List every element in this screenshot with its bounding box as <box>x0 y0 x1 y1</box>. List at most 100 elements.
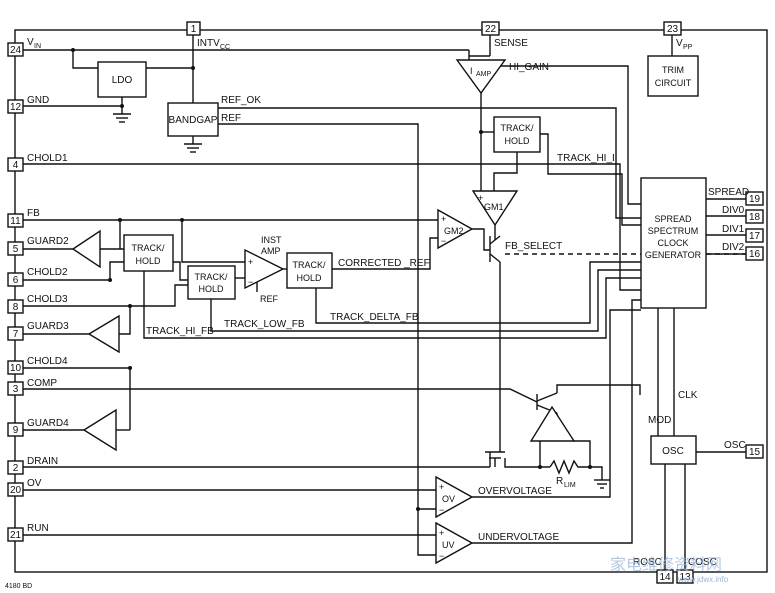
pin-18-number: 18 <box>749 212 761 223</box>
label-vpp: V <box>676 38 683 49</box>
label-comp: COMP <box>27 378 57 389</box>
gm1-amp <box>471 190 519 227</box>
fb-section: TRACK/ HOLD TRACK/ HOLD INST AMP + − REF… <box>23 163 746 452</box>
guard2-buffer <box>71 229 101 269</box>
spread-spectrum-clock-generator <box>640 177 707 309</box>
label-chold1: CHOLD1 <box>27 153 68 164</box>
gm2-minus: − <box>441 236 446 246</box>
track-hold-current-l2: HOLD <box>504 136 530 146</box>
hi-gain-label: HI_GAIN <box>509 62 549 73</box>
label-drain: DRAIN <box>27 456 58 467</box>
pin-20-number: 20 <box>10 485 22 496</box>
gm1-plus: + <box>478 193 483 203</box>
pin-12-number: 12 <box>10 102 22 113</box>
guard3-buffer <box>87 314 120 354</box>
ref-label: REF <box>221 113 241 124</box>
current-limit-amp <box>529 405 576 442</box>
rlim-sub: LIM <box>564 482 576 489</box>
pin-9-number: 9 <box>13 425 19 436</box>
pin-4-number: 4 <box>13 160 19 171</box>
pin-6-number: 6 <box>13 275 19 286</box>
clk-label: CLK <box>678 390 698 401</box>
pin-23: 23 <box>663 21 682 36</box>
gm1-label: GM1 <box>484 202 504 212</box>
label-vpp-sub: PP <box>683 44 693 51</box>
track-hold-2-l2: HOLD <box>198 284 224 294</box>
pin-22-number: 22 <box>485 24 497 35</box>
ssg-l4: GENERATOR <box>645 250 702 260</box>
uv-comparator <box>435 521 474 565</box>
pin-14-number: 14 <box>659 572 671 583</box>
comp-drain-section: R LIM <box>23 384 641 489</box>
pin-15-number: 15 <box>749 447 761 458</box>
gm2-amp <box>437 208 474 250</box>
pin-19-number: 19 <box>749 194 761 205</box>
diagram-code: 4180 BD <box>5 583 32 590</box>
label-intvcc-sub: CC <box>220 44 230 51</box>
track-hold-1-l1: TRACK/ <box>131 243 165 253</box>
fb-select-label: FB_SELECT <box>505 241 562 252</box>
gm1-amp-group: + GM1 <box>471 190 519 240</box>
label-gnd: GND <box>27 95 49 106</box>
track-low-fb-label: TRACK_LOW_FB <box>224 319 305 330</box>
watermark-url: www.jdwx.info <box>677 575 729 584</box>
right-pins: 19 18 17 16 15 <box>745 191 764 459</box>
label-chold3: CHOLD3 <box>27 294 68 305</box>
track-hi-fb-label: TRACK_HI_FB <box>146 326 214 337</box>
label-guard2: GUARD2 <box>27 236 69 247</box>
label-cosc: COSC <box>688 557 717 568</box>
label-vin-sub: IN <box>34 43 41 50</box>
corrected-ref-label: CORRECTED _REF <box>338 258 430 269</box>
pin-23-number: 23 <box>667 24 679 35</box>
ssg-l2: SPECTRUM <box>648 226 699 236</box>
ov-uv-section: + − OV OVERVOLTAGE + − UV UNDERVOLTAGE <box>23 299 641 565</box>
watermark: 家电维修资料网 www.jdwx.info <box>610 555 729 584</box>
label-sense: SENSE <box>494 38 528 49</box>
label-intvcc: INTV <box>197 38 220 49</box>
overvoltage-label: OVERVOLTAGE <box>478 486 552 497</box>
osc-block <box>650 435 697 465</box>
pin-8-number: 8 <box>13 302 19 313</box>
ov-plus: + <box>439 482 444 492</box>
label-run: RUN <box>27 523 49 534</box>
pin-22: 22 <box>481 21 500 36</box>
i-amp-sub: AMP <box>476 71 492 78</box>
label-chold2: CHOLD2 <box>27 267 68 278</box>
label-guard3: GUARD3 <box>27 321 69 332</box>
rlim-label: R <box>556 476 563 487</box>
track-delta-fb-label: TRACK_DELTA_FB <box>330 312 419 323</box>
label-chold4: CHOLD4 <box>27 356 68 367</box>
bandgap-label: BANDGAP <box>169 115 218 126</box>
osc-label: OSC <box>662 446 684 457</box>
pin-17-number: 17 <box>749 231 761 242</box>
inst-amp-l1: INST <box>261 235 282 245</box>
pin-2-number: 2 <box>13 463 19 474</box>
guard4-buffer <box>82 408 117 452</box>
inst-minus: − <box>248 277 253 287</box>
label-spread: SPREAD <box>708 187 749 198</box>
uv-comp-label: UV <box>442 540 455 550</box>
track-hold-1 <box>123 234 174 272</box>
trim-l2: CIRCUIT <box>655 78 692 88</box>
inst-plus: + <box>248 257 253 267</box>
track-hi-i-label: TRACK_HI_I <box>557 153 615 164</box>
pin-21-number: 21 <box>10 530 22 541</box>
track-hold-1-l2: HOLD <box>135 256 161 266</box>
label-div1: DIV1 <box>722 224 745 235</box>
ssg-l3: CLOCK <box>657 238 688 248</box>
gm2-label: GM2 <box>444 226 464 236</box>
track-hold-2 <box>187 265 236 300</box>
right-pin-labels: SPREAD DIV0 DIV1 DIV2 OSC ROSC COSC <box>633 187 749 568</box>
track-hold-current-l1: TRACK/ <box>500 123 534 133</box>
uv-minus: − <box>439 551 444 561</box>
label-rosc: ROSC <box>633 557 662 568</box>
undervoltage-label: UNDERVOLTAGE <box>478 532 559 543</box>
pin-11-number: 11 <box>10 216 21 227</box>
mod-label: MOD <box>648 415 671 426</box>
track-hold-3 <box>286 252 333 289</box>
sense-section: I AMP HI_GAIN TRACK/ HOLD TRACK_HI_I TRI… <box>455 35 699 226</box>
pin-16-number: 16 <box>749 249 761 260</box>
trim-l1: TRIM <box>662 65 684 75</box>
label-osc-pin: OSC <box>724 440 746 451</box>
